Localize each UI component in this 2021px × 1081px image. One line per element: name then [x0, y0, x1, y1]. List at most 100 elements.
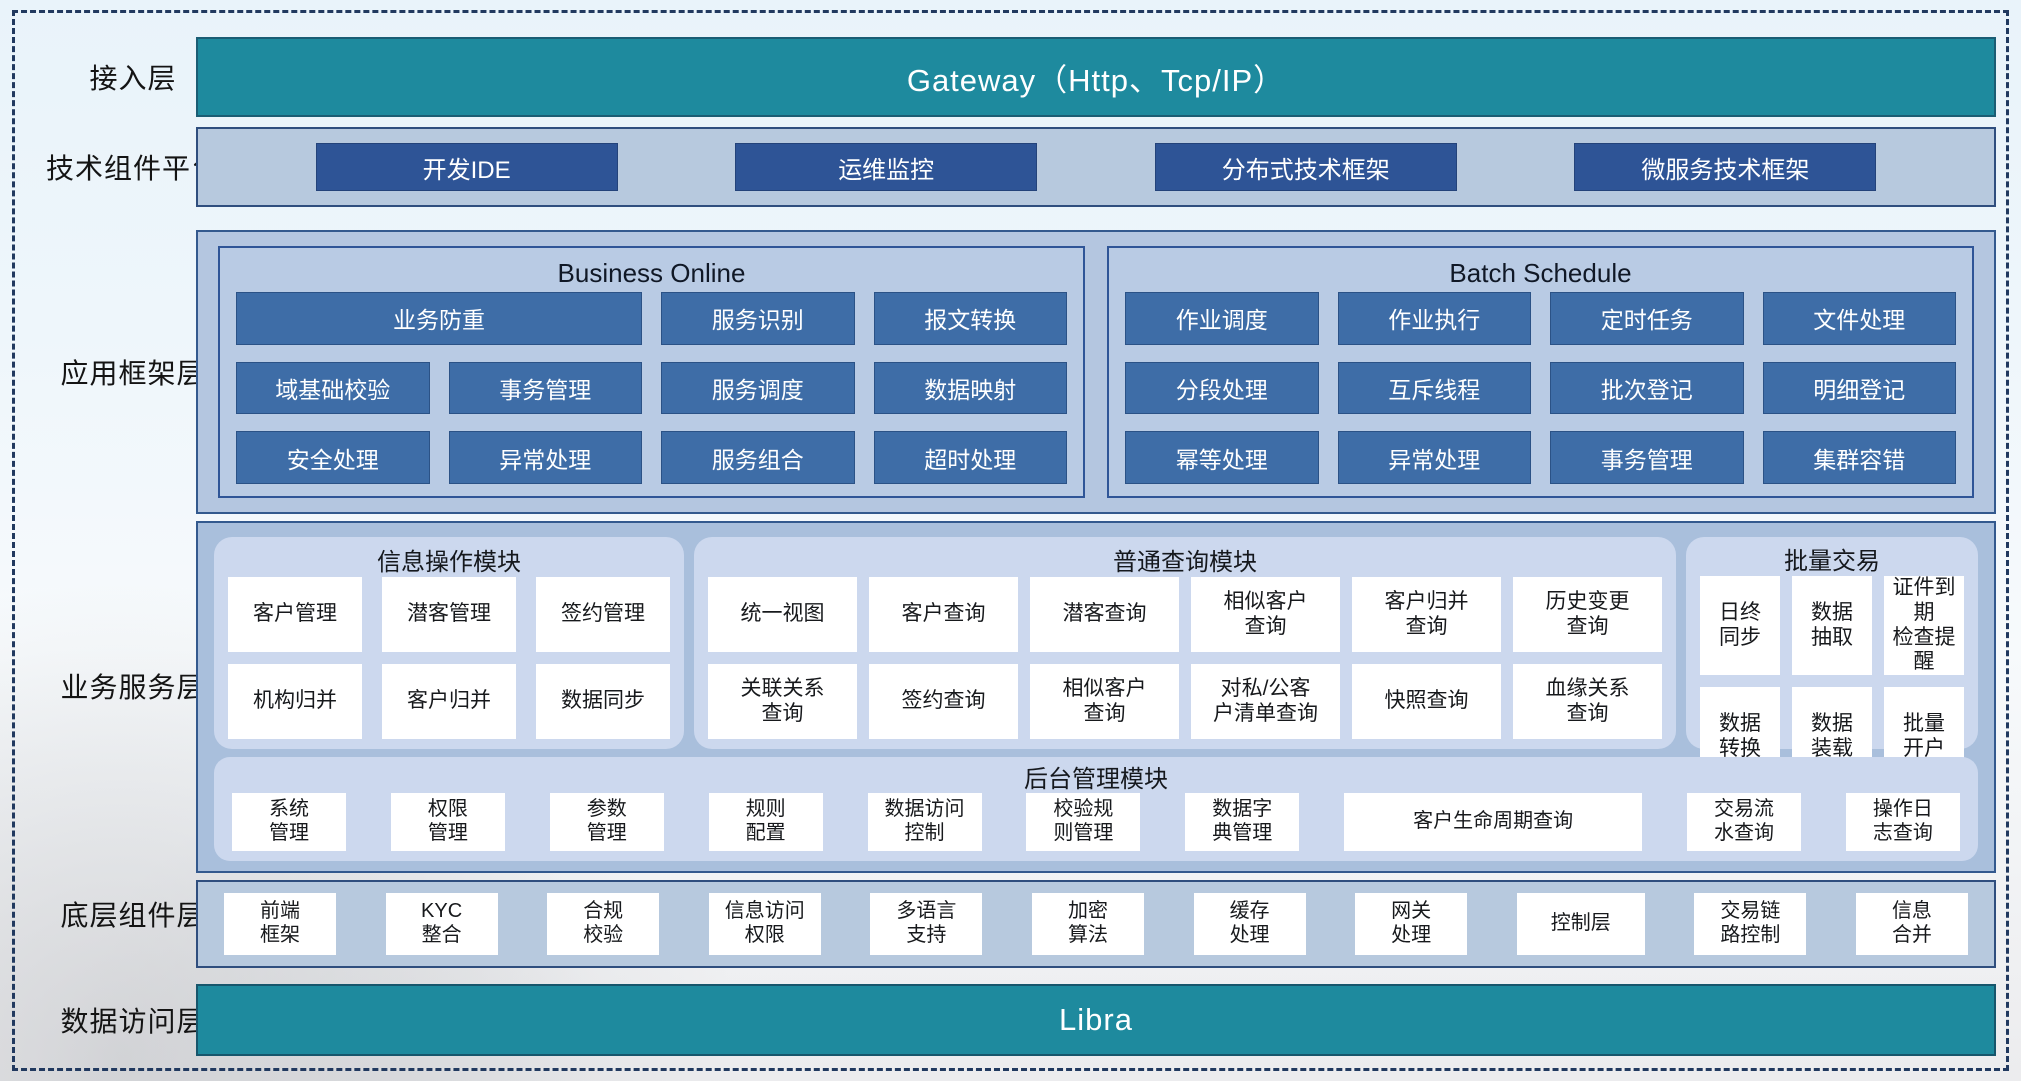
service-item: 系统 管理 — [232, 793, 346, 851]
gateway-bar: Gateway（Http、Tcp/IP） — [196, 37, 1996, 117]
service-item: 操作日 志查询 — [1845, 793, 1960, 851]
service-item: 数据 抽取 — [1792, 576, 1872, 676]
component-item: 控制层 — [1516, 893, 1645, 955]
service-item: 客户归并 — [382, 664, 516, 739]
tech-item-ops-monitoring: 运维监控 — [735, 143, 1038, 191]
service-item: 签约查询 — [869, 664, 1018, 739]
fw-item: 安全处理 — [236, 431, 430, 484]
service-item: 规则 配置 — [708, 793, 823, 851]
service-item: 日终 同步 — [1700, 576, 1780, 676]
component-item: 合规 校验 — [547, 893, 660, 955]
service-item: 客户归并 查询 — [1352, 577, 1501, 652]
tech-item-distributed-framework: 分布式技术框架 — [1154, 143, 1457, 191]
fw-item: 异常处理 — [1337, 431, 1531, 484]
batch-schedule-title: Batch Schedule — [1449, 257, 1632, 288]
component-item: KYC 整合 — [385, 893, 498, 955]
info-ops-panel: 信息操作模块 客户管理 潜客管理 签约管理 机构归并 客户归并 数据同步 — [214, 537, 684, 749]
component-item: 前端 框架 — [224, 893, 336, 955]
business-service-container: 信息操作模块 客户管理 潜客管理 签约管理 机构归并 客户归并 数据同步 普通查… — [196, 521, 1996, 873]
layer-label-business-service: 业务服务层 — [60, 672, 206, 703]
query-grid: 统一视图 客户查询 潜客查询 相似客户 查询 客户归并 查询 历史变更 查询 关… — [708, 577, 1662, 739]
business-online-panel: Business Online 业务防重 服务识别 报文转换 域基础校验 事务管… — [218, 246, 1085, 498]
fw-item: 定时任务 — [1550, 292, 1744, 345]
service-item: 客户生命周期查询 — [1344, 793, 1643, 851]
admin-title: 后台管理模块 — [1024, 765, 1168, 793]
fw-item: 服务组合 — [661, 431, 855, 484]
fw-item: 域基础校验 — [236, 361, 430, 415]
service-item: 历史变更 查询 — [1513, 577, 1662, 652]
layer-label-app-framework: 应用框架层 — [60, 358, 206, 389]
service-item: 参数 管理 — [549, 793, 664, 851]
service-item: 相似客户 查询 — [1030, 664, 1179, 739]
fw-item: 文件处理 — [1762, 292, 1956, 345]
batch-tx-grid: 日终 同步 数据 抽取 证件到期 检查提醒 数据 转换 数据 装载 批量 开户 — [1700, 576, 1964, 787]
fw-item: 服务识别 — [661, 292, 855, 345]
service-item: 快照查询 — [1352, 664, 1501, 739]
service-item: 潜客查询 — [1030, 577, 1179, 652]
fw-item: 报文转换 — [873, 292, 1067, 345]
fw-item: 异常处理 — [448, 431, 642, 484]
admin-row: 系统 管理 权限 管理 参数 管理 规则 配置 数据访问 控制 校验规 则管理 … — [232, 793, 1960, 851]
layer-label-data-access: 数据访问层 — [60, 1006, 206, 1037]
fw-item: 幂等处理 — [1125, 431, 1319, 484]
query-title: 普通查询模块 — [1113, 548, 1257, 576]
libra-bar: Libra — [196, 984, 1996, 1056]
service-item: 校验规 则管理 — [1026, 793, 1141, 851]
service-item: 统一视图 — [708, 577, 857, 652]
query-panel: 普通查询模块 统一视图 客户查询 潜客查询 相似客户 查询 客户归并 查询 历史… — [694, 537, 1676, 749]
tech-item-microservice-framework: 微服务技术框架 — [1574, 143, 1877, 191]
service-item: 证件到期 检查提醒 — [1884, 576, 1964, 676]
fw-item: 作业调度 — [1125, 292, 1319, 345]
service-item: 潜客管理 — [382, 577, 516, 652]
fw-item: 超时处理 — [873, 431, 1067, 484]
service-item: 数据同步 — [536, 664, 670, 739]
fw-item: 集群容错 — [1762, 431, 1956, 484]
service-item: 相似客户 查询 — [1191, 577, 1340, 652]
batch-schedule-grid: 作业调度 作业执行 定时任务 文件处理 分段处理 互斥线程 批次登记 明细登记 … — [1125, 292, 1956, 484]
component-item: 网关 处理 — [1355, 893, 1468, 955]
fw-item: 数据映射 — [873, 361, 1067, 415]
service-item: 数据字 典管理 — [1185, 793, 1300, 851]
info-ops-grid: 客户管理 潜客管理 签约管理 机构归并 客户归并 数据同步 — [228, 577, 670, 739]
tech-item-dev-ide: 开发IDE — [315, 143, 618, 191]
service-item: 交易流 水查询 — [1687, 793, 1801, 851]
service-item: 对私/公客 户清单查询 — [1191, 664, 1340, 739]
service-item: 血缘关系 查询 — [1513, 664, 1662, 739]
app-framework-container: Business Online 业务防重 服务识别 报文转换 域基础校验 事务管… — [196, 230, 1996, 514]
layer-label-tech-platform: 技术组件平台 — [45, 153, 220, 184]
service-item: 客户管理 — [228, 577, 362, 652]
business-online-grid: 业务防重 服务识别 报文转换 域基础校验 事务管理 服务调度 数据映射 安全处理… — [236, 292, 1067, 484]
fw-item: 事务管理 — [1550, 431, 1744, 484]
service-item: 数据访问 控制 — [867, 793, 982, 851]
fw-item: 事务管理 — [448, 361, 642, 415]
service-item: 客户查询 — [869, 577, 1018, 652]
libra-label: Libra — [1059, 1002, 1133, 1037]
fw-item: 作业执行 — [1337, 292, 1531, 345]
component-item: 缓存 处理 — [1193, 893, 1306, 955]
gateway-label: Gateway（Http、Tcp/IP） — [906, 62, 1286, 98]
fw-item: 互斥线程 — [1337, 361, 1531, 415]
fw-item: 服务调度 — [661, 361, 855, 415]
tech-platform-container: 开发IDE 运维监控 分布式技术框架 微服务技术框架 — [196, 127, 1996, 207]
admin-panel: 后台管理模块 系统 管理 权限 管理 参数 管理 规则 配置 数据访问 控制 校… — [214, 757, 1978, 861]
info-ops-title: 信息操作模块 — [377, 548, 521, 576]
layer-label-base-components: 底层组件层 — [60, 900, 206, 931]
fw-item: 分段处理 — [1125, 361, 1319, 415]
component-item: 信息 合并 — [1855, 893, 1968, 955]
fw-item: 明细登记 — [1762, 361, 1956, 415]
batch-tx-title: 批量交易 — [1784, 548, 1880, 575]
business-online-title: Business Online — [557, 257, 746, 288]
batch-tx-panel: 批量交易 日终 同步 数据 抽取 证件到期 检查提醒 数据 转换 数据 装载 批… — [1686, 537, 1978, 787]
fw-item: 业务防重 — [236, 292, 642, 345]
layer-label-access: 接入层 — [89, 63, 177, 94]
component-item: 加密 算法 — [1031, 893, 1144, 955]
service-item: 签约管理 — [536, 577, 670, 652]
business-service-top-row: 信息操作模块 客户管理 潜客管理 签约管理 机构归并 客户归并 数据同步 普通查… — [214, 537, 1978, 787]
service-item: 关联关系 查询 — [708, 664, 857, 739]
fw-item: 批次登记 — [1550, 361, 1744, 415]
component-item: 交易链 路控制 — [1694, 893, 1807, 955]
base-components-container: 前端 框架 KYC 整合 合规 校验 信息访问 权限 多语言 支持 加密 算法 … — [196, 880, 1996, 968]
batch-schedule-panel: Batch Schedule 作业调度 作业执行 定时任务 文件处理 分段处理 … — [1107, 246, 1974, 498]
component-item: 多语言 支持 — [870, 893, 983, 955]
